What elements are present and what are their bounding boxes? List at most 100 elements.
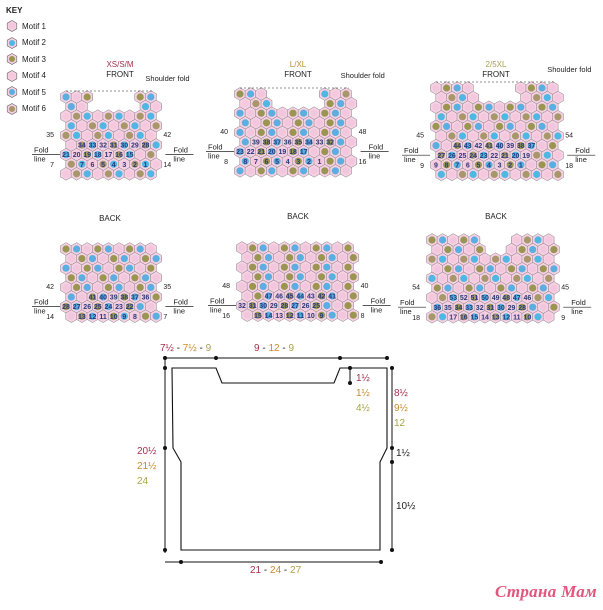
motif-dot	[481, 274, 489, 282]
motif-dot	[439, 274, 447, 282]
key-item: Motif 5	[6, 84, 46, 101]
motif-number: 25	[312, 303, 320, 310]
motif-dot	[453, 142, 461, 150]
motif-dot	[511, 151, 520, 159]
motif-dot	[444, 284, 452, 292]
motif-number: 8	[133, 314, 137, 321]
motif-dot	[538, 142, 546, 150]
motif-dot	[141, 293, 150, 301]
hexagon-swatch-icon	[6, 53, 18, 66]
fold-label-right: Fold	[173, 298, 188, 307]
motif-dot	[492, 313, 500, 321]
motif-dot	[543, 132, 551, 140]
motif-dot	[252, 119, 260, 127]
motif-dot	[502, 313, 510, 321]
motif-dot	[347, 119, 355, 127]
motif-dot	[523, 313, 532, 321]
key-item: Motif 4	[6, 68, 46, 85]
back-title-2: BACK	[287, 212, 309, 221]
key-item-label: Motif 2	[22, 38, 47, 48]
motif-dot	[131, 160, 139, 168]
motif-dot	[453, 122, 461, 130]
motif-dot	[513, 236, 521, 244]
motif-dot	[307, 273, 315, 281]
fold-label-left: Fold	[404, 146, 419, 155]
fold-label-right: line	[369, 152, 381, 161]
motif-dot	[73, 170, 81, 178]
motif-dot	[73, 151, 81, 159]
motif-dot	[507, 303, 516, 311]
motif-dot	[147, 131, 155, 139]
motif-dot	[496, 161, 504, 169]
motif-number: 11	[297, 313, 305, 320]
side-number: 18	[412, 315, 420, 322]
motif-dot	[131, 274, 139, 282]
motif-dot	[78, 293, 86, 301]
motif-dot	[268, 109, 276, 117]
size-label: 2/5XL	[485, 60, 507, 69]
fold-label-left: line	[210, 306, 222, 315]
motif-dot	[252, 157, 260, 165]
dim-side-gap: 1½	[396, 448, 410, 459]
motif-dot	[147, 151, 155, 159]
motif-dot	[275, 273, 283, 281]
motif-number: 9	[122, 314, 126, 321]
motif-dot	[286, 292, 294, 300]
motif-dot	[294, 157, 302, 165]
motif-dot	[257, 128, 265, 136]
motif-dot	[104, 170, 112, 178]
motif-dot	[506, 103, 514, 111]
motif-dot	[328, 254, 336, 262]
fold-label-left: Fold	[34, 298, 49, 307]
motif-dot	[344, 244, 352, 252]
motif-dot	[529, 265, 537, 273]
motif-dot	[273, 138, 281, 146]
motif-dot	[88, 312, 97, 320]
motif-number: 29	[131, 143, 139, 150]
motif-dot	[534, 313, 542, 321]
motif-dot	[254, 273, 262, 281]
motif-dot	[549, 122, 557, 130]
motif-dot	[236, 148, 244, 156]
side-number: 7	[50, 162, 54, 169]
fold-label-left: Fold	[210, 297, 225, 306]
motif-number: 20	[512, 153, 520, 160]
motif-number: 22	[126, 304, 134, 311]
motif-number: 6	[265, 159, 269, 166]
motif-dot	[136, 245, 144, 253]
motif-number: 21	[257, 149, 265, 156]
motif-dot	[249, 282, 257, 290]
motif-dot	[549, 103, 557, 111]
motif-dot	[236, 167, 244, 175]
motif-dot	[328, 311, 336, 319]
motif-dot	[110, 293, 118, 301]
motif-dot	[506, 161, 514, 169]
motif-dot	[476, 303, 484, 311]
motif-number: 33	[89, 143, 97, 150]
motif-dot	[476, 265, 484, 273]
fold-label-left: line	[34, 155, 46, 164]
motif-dot	[480, 170, 488, 178]
motif-dot	[270, 244, 278, 252]
motif-number: 37	[528, 143, 536, 150]
motif-dot	[534, 294, 542, 302]
motif-dot	[539, 265, 547, 273]
motif-dot	[120, 141, 128, 149]
motif-dot	[333, 302, 341, 310]
side-number: 48	[222, 283, 230, 290]
motif-dot	[527, 122, 536, 130]
front-title-3: 2/5XL FRONT	[456, 60, 536, 80]
motif-dot	[152, 160, 160, 168]
motif-dot	[342, 167, 350, 175]
motif-dot	[275, 311, 283, 319]
side-number: 18	[565, 163, 573, 170]
motif-dot	[349, 254, 357, 262]
motif-dot	[474, 161, 482, 169]
motif-number: 10	[524, 314, 532, 321]
fold-label-right: line	[371, 306, 383, 315]
motif-dot	[545, 294, 553, 302]
motif-dot	[470, 236, 478, 244]
